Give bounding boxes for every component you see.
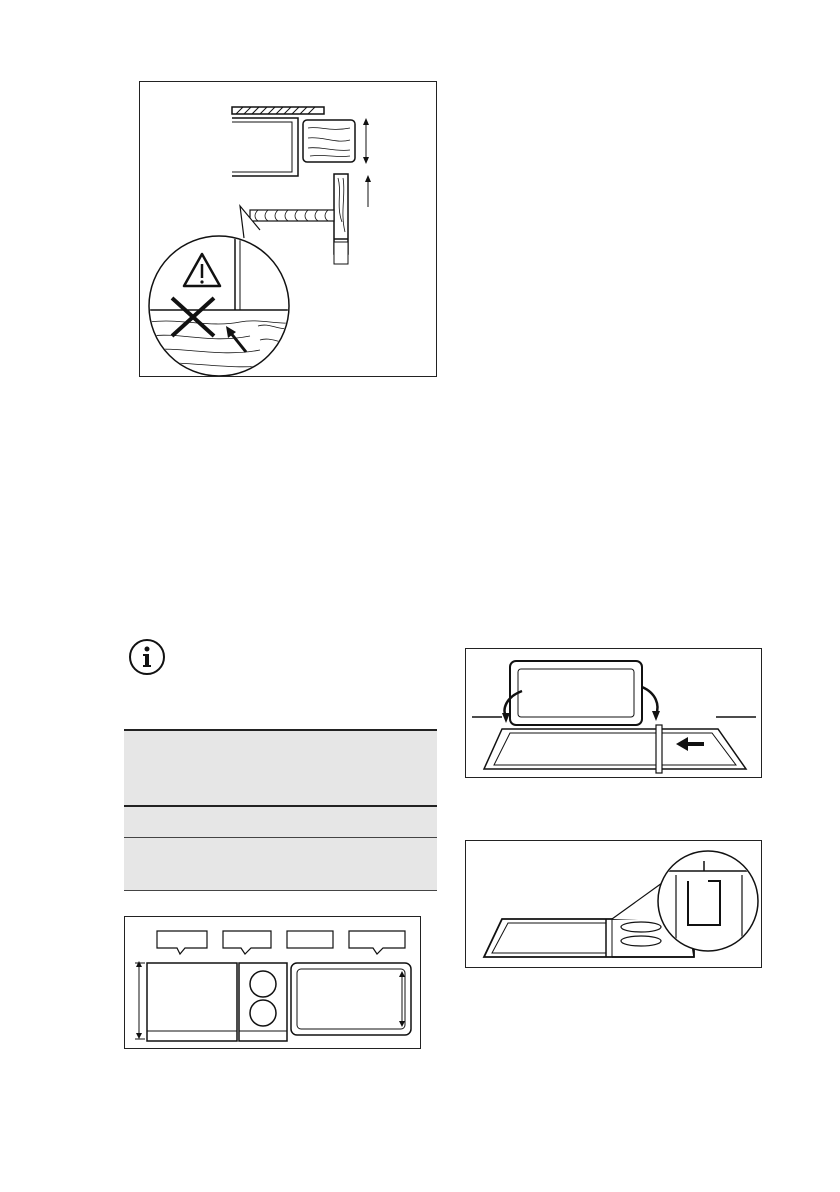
callout-label-icon	[157, 931, 207, 954]
table-header	[124, 729, 437, 807]
callout-label-icon	[349, 931, 405, 954]
page-footer	[0, 1184, 840, 1192]
table-row	[124, 838, 437, 891]
info-icon	[128, 638, 166, 676]
figure-hob-layout	[124, 916, 421, 1049]
figure-hob-insertion	[465, 648, 762, 778]
callout-label-icon	[287, 931, 333, 948]
figure-worktop-edge	[139, 81, 437, 377]
callout-label-icon	[223, 931, 271, 954]
figure-hob-combination	[465, 840, 762, 968]
curved-arrow-icon	[642, 687, 657, 715]
spec-table	[124, 729, 437, 891]
table-row	[124, 807, 437, 838]
